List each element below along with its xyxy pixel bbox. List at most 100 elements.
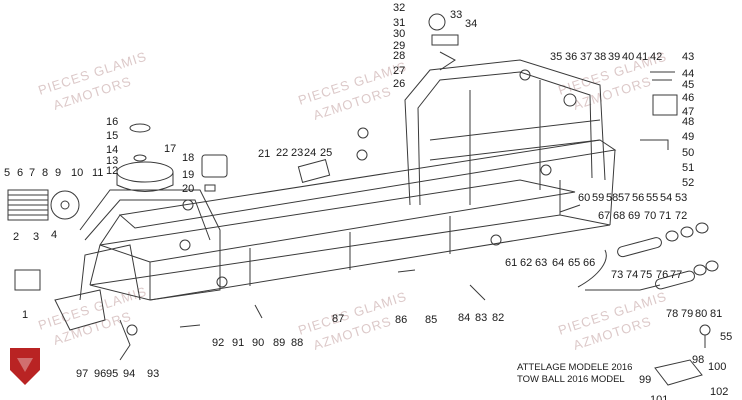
callout-95: 95 (106, 368, 118, 380)
callout-44: 44 (682, 68, 694, 80)
callout-55: 55 (720, 331, 732, 343)
callout-54: 54 (660, 192, 672, 204)
callout-58: 58 (606, 192, 618, 204)
callout-59: 59 (592, 192, 604, 204)
callout-97: 97 (76, 368, 88, 380)
callout-74: 74 (626, 269, 638, 281)
callout-62: 62 (520, 257, 532, 269)
callout-55: 55 (646, 192, 658, 204)
callout-94: 94 (123, 368, 135, 380)
callout-64: 64 (552, 257, 564, 269)
callout-72: 72 (675, 210, 687, 222)
callout-89: 89 (273, 337, 285, 349)
tow-ball-assembly (654, 324, 711, 386)
callout-81: 81 (710, 308, 722, 320)
callout-50: 50 (682, 147, 694, 159)
caption-tow-ball-fr: ATTELAGE MODELE 2016 (517, 362, 632, 373)
frame-rail-top (118, 139, 617, 229)
callout-30: 30 (393, 28, 405, 40)
callout-42: 42 (650, 51, 662, 63)
callout-26: 26 (393, 78, 405, 90)
callout-48: 48 (682, 116, 694, 128)
callout-88: 88 (291, 337, 303, 349)
callout-20: 20 (182, 183, 194, 195)
callout-92: 92 (212, 337, 224, 349)
callout-79: 79 (681, 308, 693, 320)
callout-21: 21 (258, 148, 270, 160)
callout-31: 31 (393, 17, 405, 29)
callout-14: 14 (106, 144, 118, 156)
brand-shield-logo (10, 348, 40, 385)
callout-46: 46 (682, 92, 694, 104)
callout-36: 36 (565, 51, 577, 63)
caption-tow-ball-en: TOW BALL 2016 MODEL (517, 374, 625, 385)
callout-7: 7 (29, 167, 35, 179)
callout-76: 76 (656, 269, 668, 281)
exhaust-assembly (577, 222, 719, 291)
callout-47: 47 (682, 106, 694, 118)
callout-6: 6 (17, 167, 23, 179)
callout-24: 24 (304, 147, 316, 159)
callout-23: 23 (291, 147, 303, 159)
callout-40: 40 (622, 51, 634, 63)
callout-87: 87 (332, 313, 344, 325)
callout-3: 3 (33, 231, 39, 243)
callout-45: 45 (682, 79, 694, 91)
callout-68: 68 (613, 210, 625, 222)
callout-65: 65 (568, 257, 580, 269)
callout-83: 83 (475, 312, 487, 324)
callout-10: 10 (71, 167, 83, 179)
callout-90: 90 (252, 337, 264, 349)
callout-22: 22 (276, 147, 288, 159)
filler-cap-assembly (428, 13, 459, 71)
callout-17: 17 (164, 143, 176, 155)
callout-19: 19 (182, 169, 194, 181)
callout-35: 35 (550, 51, 562, 63)
callout-18: 18 (182, 152, 194, 164)
callout-15: 15 (106, 130, 118, 142)
callout-86: 86 (395, 314, 407, 326)
callout-38: 38 (594, 51, 606, 63)
callout-29: 29 (393, 40, 405, 52)
callout-13: 13 (106, 155, 118, 167)
callout-32: 32 (393, 2, 405, 14)
callout-4: 4 (51, 229, 57, 241)
callout-52: 52 (682, 177, 694, 189)
callout-70: 70 (644, 210, 656, 222)
radiator-assembly (7, 189, 80, 221)
callout-2: 2 (13, 231, 19, 243)
callout-96: 96 (94, 368, 106, 380)
frame-rail-upper (99, 179, 576, 263)
callout-85: 85 (425, 314, 437, 326)
callout-71: 71 (659, 210, 671, 222)
callout-16: 16 (106, 116, 118, 128)
callout-28: 28 (393, 50, 405, 62)
watermark: PIECES GLAMIS AZMOTORS PIECES GLAMIS AZM… (36, 49, 669, 353)
battery-box (640, 71, 678, 150)
callout-57: 57 (618, 192, 630, 204)
callout-61: 61 (505, 257, 517, 269)
callout-56: 56 (632, 192, 644, 204)
callout-67: 67 (598, 210, 610, 222)
chassis-frame (79, 59, 617, 336)
callout-43: 43 (682, 51, 694, 63)
callout-91: 91 (232, 337, 244, 349)
misc-brackets (179, 159, 581, 328)
callout-73: 73 (611, 269, 623, 281)
coolant-bottle (201, 154, 228, 192)
callout-33: 33 (450, 9, 462, 21)
fuel-tank-assembly (116, 123, 174, 192)
callout-93: 93 (147, 368, 159, 380)
callout-80: 80 (695, 308, 707, 320)
callout-27: 27 (393, 65, 405, 77)
callout-41: 41 (636, 51, 648, 63)
callout-101: 101 (650, 394, 668, 400)
callout-69: 69 (628, 210, 640, 222)
callout-37: 37 (580, 51, 592, 63)
callout-8: 8 (42, 167, 48, 179)
callout-11: 11 (92, 167, 103, 179)
callout-75: 75 (640, 269, 652, 281)
callout-39: 39 (608, 51, 620, 63)
